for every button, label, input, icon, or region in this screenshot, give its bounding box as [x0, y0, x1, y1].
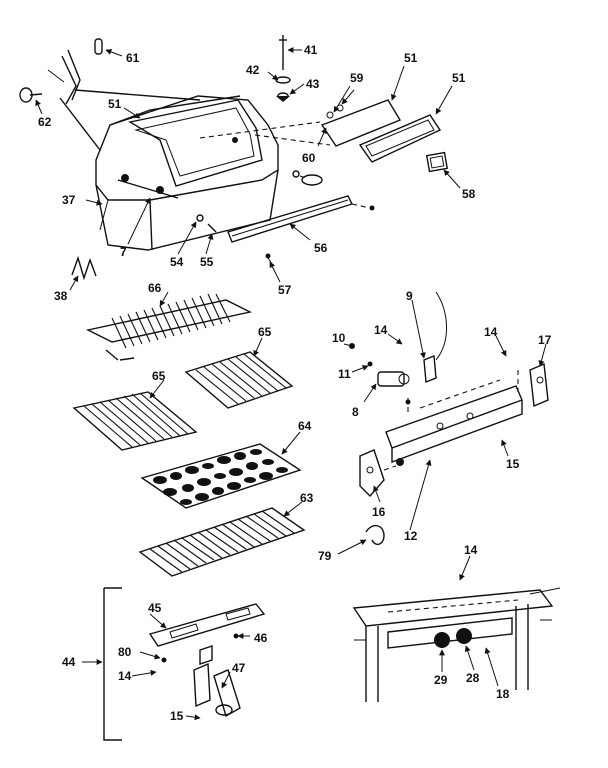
grate-63 — [138, 507, 306, 577]
cart-frame — [352, 587, 561, 702]
callout-51-panel: 51 — [404, 51, 418, 65]
callout-38: 38 — [54, 289, 68, 303]
callout-18: 18 — [496, 687, 510, 701]
callout-79: 79 — [318, 549, 332, 563]
callout-8: 8 — [352, 405, 359, 419]
hood-hinge-parts — [19, 38, 201, 151]
callout-15-panel: 15 — [506, 457, 520, 471]
callout-37: 37 — [62, 193, 76, 207]
callout-14-burner: 14 — [118, 669, 132, 683]
callout-60: 60 — [302, 151, 316, 165]
grate-65-left — [72, 391, 198, 451]
callout-63: 63 — [300, 491, 314, 505]
callout-12: 12 — [404, 529, 418, 543]
callout-17: 17 — [538, 333, 552, 347]
grill-hood — [95, 95, 279, 251]
callout-9: 9 — [406, 289, 413, 303]
callout-59: 59 — [350, 71, 364, 85]
spring-38 — [71, 255, 97, 281]
callout-51-frame: 51 — [452, 71, 466, 85]
window-panels — [199, 99, 449, 173]
callout-43: 43 — [306, 77, 320, 91]
grate-66 — [85, 293, 253, 361]
burner-assembly — [103, 587, 266, 741]
callout-51-hood: 51 — [108, 97, 122, 111]
hose-79 — [365, 525, 385, 546]
callout-14-panel: 14 — [484, 325, 498, 339]
leader-lines — [35, 47, 547, 721]
callout-10: 10 — [332, 331, 346, 345]
callout-47: 47 — [232, 661, 246, 675]
callout-44: 44 — [62, 655, 76, 669]
callout-15-burner: 15 — [170, 709, 184, 723]
callout-65-right: 65 — [258, 325, 272, 339]
callout-29: 29 — [434, 673, 448, 687]
grate-65-right — [184, 351, 294, 409]
callout-46: 46 — [254, 631, 268, 645]
callout-80: 80 — [118, 645, 132, 659]
callout-62: 62 — [38, 115, 52, 129]
callout-66: 66 — [148, 281, 162, 295]
callout-28: 28 — [466, 671, 480, 685]
callout-54: 54 — [170, 255, 184, 269]
callout-labels: 61 62 51 37 7 54 55 56 57 38 41 42 43 59… — [38, 43, 552, 723]
callout-11: 11 — [338, 367, 351, 381]
callout-57: 57 — [278, 283, 292, 297]
callout-41: 41 — [304, 43, 318, 57]
callout-61: 61 — [126, 51, 140, 65]
callout-42: 42 — [246, 63, 260, 77]
handle-rod — [196, 170, 375, 265]
callout-14-frame: 14 — [464, 543, 478, 557]
callout-64: 64 — [298, 419, 312, 433]
callout-55: 55 — [200, 255, 214, 269]
callout-45: 45 — [148, 601, 162, 615]
lava-rock-grate-64 — [140, 443, 302, 509]
thermometer-parts — [275, 35, 291, 102]
callout-56: 56 — [314, 241, 328, 255]
callout-7: 7 — [120, 245, 127, 259]
callout-58: 58 — [462, 187, 476, 201]
callout-14-valve: 14 — [374, 323, 388, 337]
callout-65-left: 65 — [152, 369, 166, 383]
callout-16: 16 — [372, 505, 386, 519]
